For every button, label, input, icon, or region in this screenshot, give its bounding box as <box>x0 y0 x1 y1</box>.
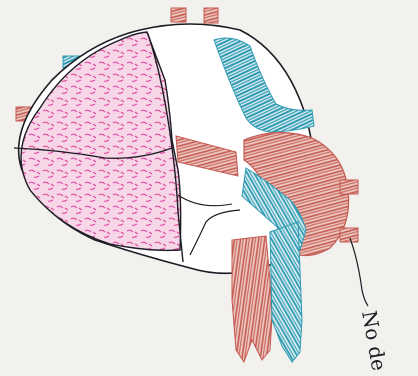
top-vessel-stub-right <box>204 8 218 23</box>
arch-stub-lower <box>340 228 358 242</box>
arch-stub-right <box>340 180 358 194</box>
top-vessel-stub-left <box>171 8 186 22</box>
